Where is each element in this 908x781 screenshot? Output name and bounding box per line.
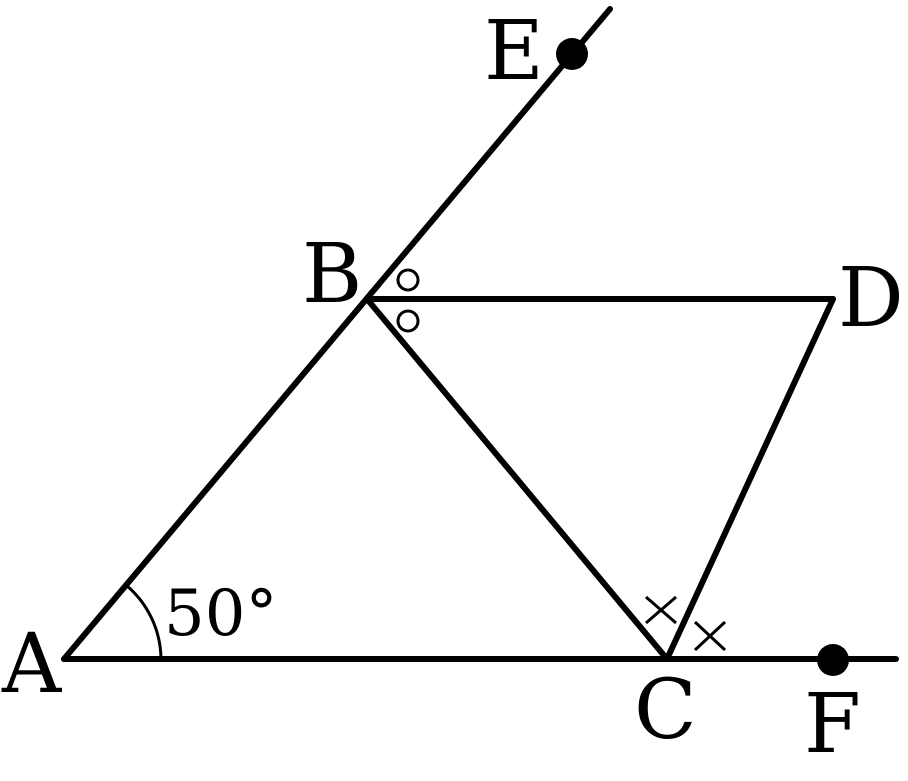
angle-mark-cross-left — [645, 595, 677, 625]
angle-arc-a — [125, 583, 163, 660]
ray-a-e — [61, 6, 613, 662]
label-f: F — [804, 677, 861, 772]
point-f-dot — [817, 644, 849, 676]
point-e-dot — [556, 38, 588, 70]
segment-c-d — [664, 296, 836, 662]
segment-b-c — [364, 296, 670, 662]
label-a: A — [1, 617, 63, 712]
label-b: B — [302, 227, 362, 322]
label-c: C — [634, 663, 697, 758]
label-e: E — [484, 4, 544, 99]
label-d: D — [838, 251, 904, 346]
angle-mark-circle-lower — [396, 309, 420, 333]
angle-label-a: 50° — [164, 577, 277, 651]
angle-mark-cross-right — [693, 620, 727, 652]
angle-mark-circle-upper — [396, 268, 420, 292]
